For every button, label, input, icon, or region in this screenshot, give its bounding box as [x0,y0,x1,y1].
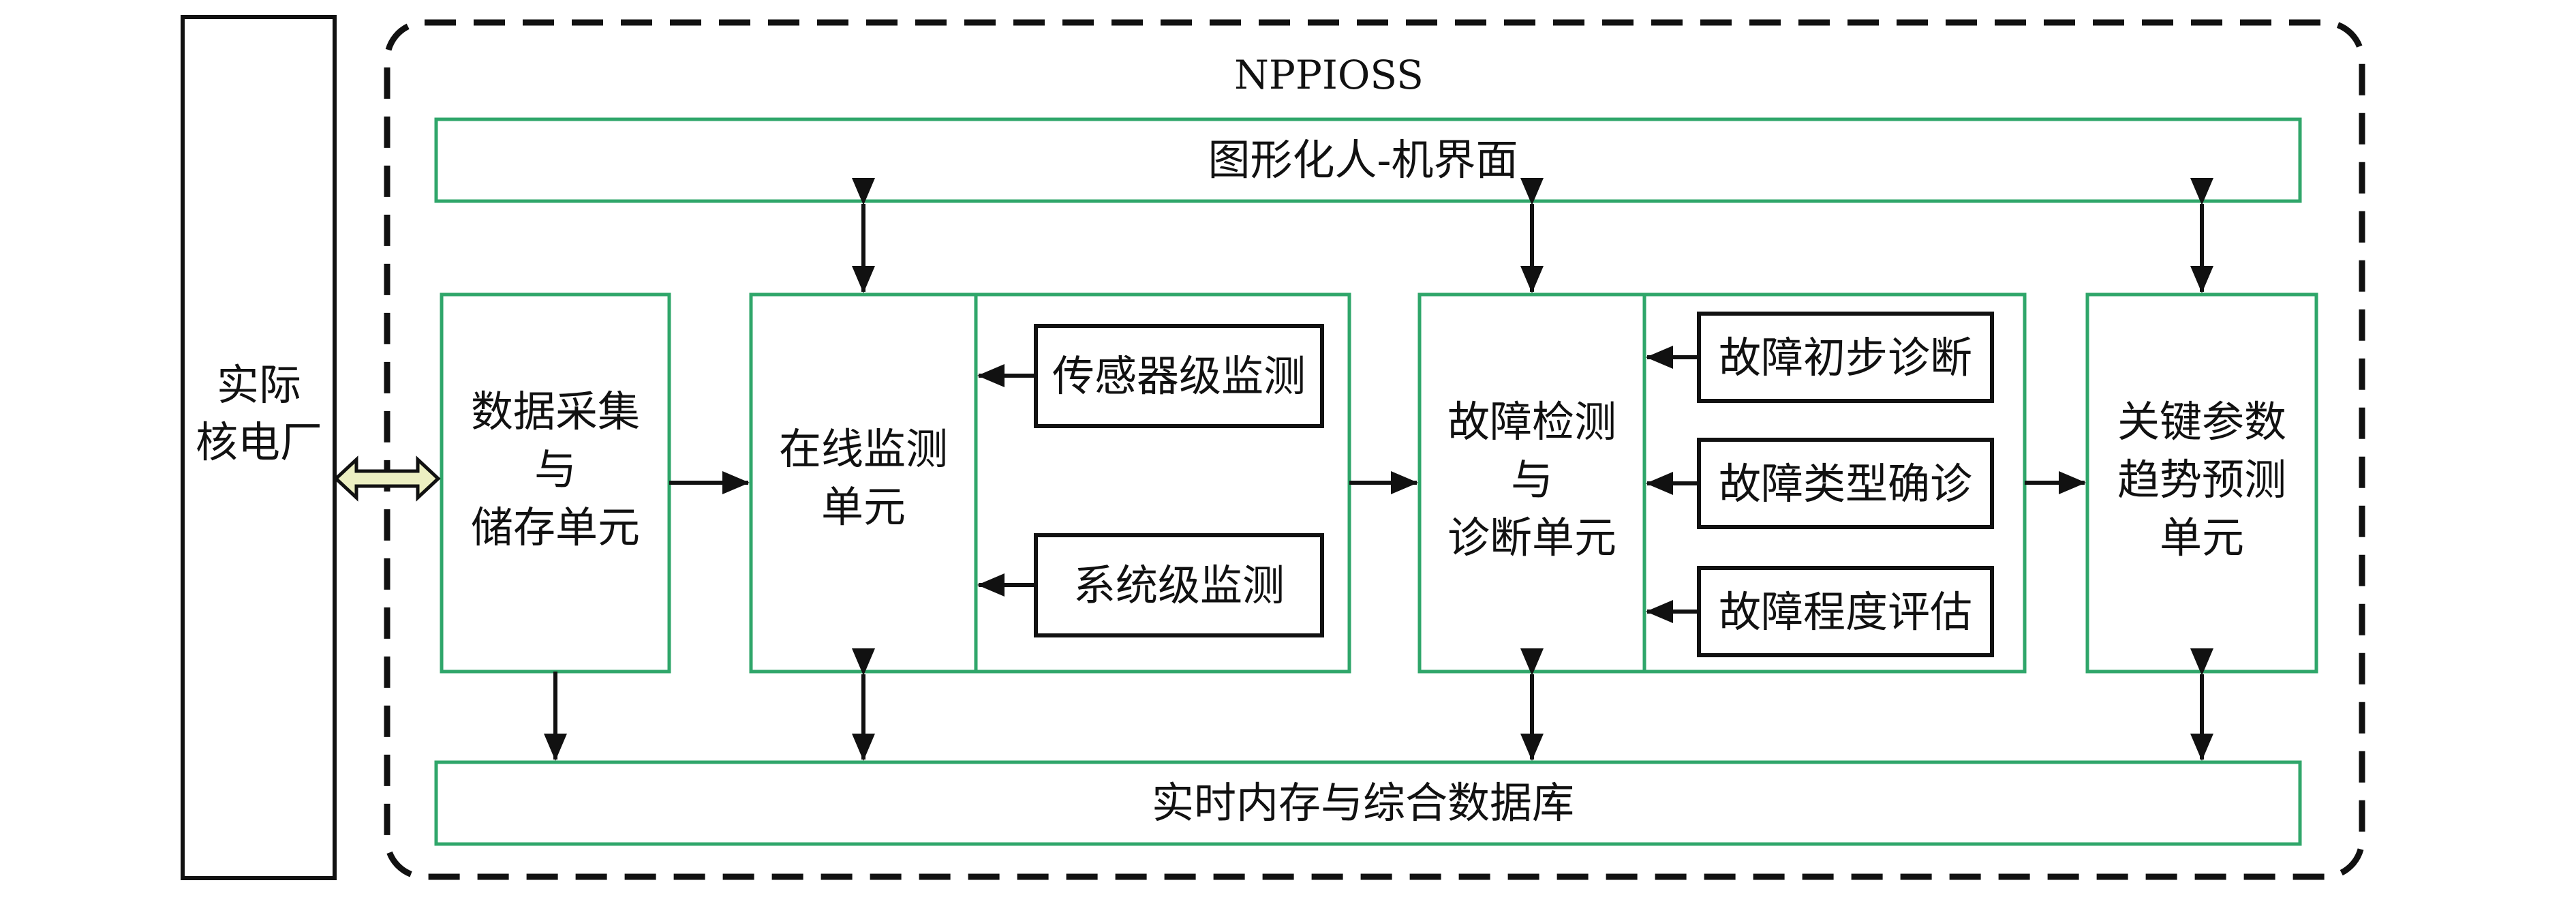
prelim-diagnosis-box: 故障初步诊断 [1697,312,1994,403]
type-confirm-label: 故障类型确诊 [1719,459,1972,509]
severity-eval-label: 故障程度评估 [1719,587,1972,637]
type-confirm-box: 故障类型确诊 [1697,438,1994,529]
severity-eval-box: 故障程度评估 [1697,566,1994,657]
monitoring-label-line1: 在线监测 [779,424,948,474]
sensor-level-label: 传感器级监测 [1052,351,1306,401]
plant-label-line2: 核电厂 [196,417,322,467]
fault-diagnosis-label-line3: 诊断单元 [1447,513,1616,562]
fault-diagnosis-group: 故障检测 与 诊断单元 故障初步诊断 故障类型确诊 故障程度评估 [1417,292,2027,674]
monitoring-label-line2: 单元 [821,482,906,532]
trend-prediction-label-line3: 单元 [2160,513,2244,562]
plant-box: 实际 核电厂 [181,15,337,880]
trend-prediction-box: 关键参数 趋势预测 单元 [2085,292,2318,674]
prelim-diagnosis-label: 故障初步诊断 [1719,333,1972,382]
monitoring-group: 在线监测 单元 传感器级监测 系统级监测 [749,292,1351,674]
plant-label-line1: 实际 [217,360,301,410]
acquisition-label-line3: 储存单元 [471,502,640,552]
database-box: 实时内存与综合数据库 [434,760,2302,846]
nppioss-title: NPPIOSS [1234,52,1424,98]
fault-diagnosis-label-line1: 故障检测 [1447,397,1616,447]
acquisition-box: 数据采集 与 储存单元 [440,292,671,674]
acquisition-label-line2: 与 [534,445,577,494]
hmi-label: 图形化人-机界面 [1208,135,1518,185]
acquisition-label-line1: 数据采集 [471,387,640,436]
trend-prediction-label-line2: 趋势预测 [2117,455,2286,505]
fault-diagnosis-label-line2: 与 [1511,455,1553,505]
trend-prediction-label-line1: 关键参数 [2117,397,2286,447]
nppioss-boundary [384,19,2365,880]
plant-acquisition-double-arrow [333,455,441,502]
system-level-label: 系统级监测 [1073,560,1285,610]
system-level-box: 系统级监测 [1034,533,1324,637]
database-label: 实时内存与综合数据库 [1152,778,1574,828]
sensor-level-box: 传感器级监测 [1034,324,1324,428]
hmi-box: 图形化人-机界面 [434,117,2302,203]
